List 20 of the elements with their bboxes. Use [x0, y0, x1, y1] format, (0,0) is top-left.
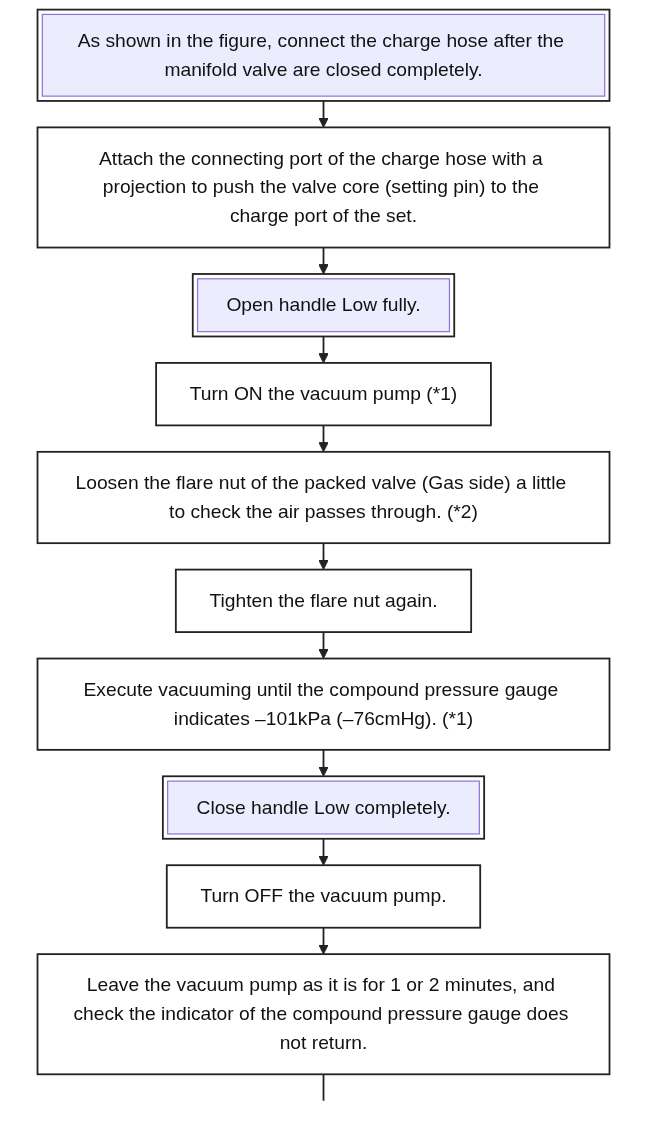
arrow: [318, 424, 329, 453]
arrow: [318, 335, 329, 364]
node-box: Close handle Low completely.: [161, 775, 486, 840]
arrow: [318, 837, 329, 866]
arrow: [318, 542, 329, 571]
node-box: Tighten the flare nut again.: [174, 568, 473, 633]
node-box: Turn ON the vacuum pump (*1): [155, 362, 492, 427]
node-box: Open handle Low fully.: [191, 273, 456, 338]
arrow: [318, 246, 329, 275]
arrow: [318, 100, 329, 128]
node-box: Execute vacuuming until the compound pressure gauge indicates –101kPa (–76cmHg). (*1): [36, 657, 611, 751]
node-box: Leave the vacuum pump as it is for 1 or 2 minutes, and check the indicator of the compound pressure gauge does not return.: [36, 953, 611, 1076]
connector: [322, 1073, 325, 1102]
arrow: [318, 748, 329, 777]
node-box: Attach the connecting port of the charge hose with a projection to push the valve core (setting pin) to the charge port of the set.: [36, 126, 611, 249]
node-box: Loosen the flare nut of the packed valve (Gas side) a little to check the air passes through. (*2): [36, 450, 611, 545]
arrow: [318, 926, 329, 955]
arrow: [318, 631, 329, 659]
node-box: As shown in the figure, connect the charge hose after the manifold valve are closed completely.: [36, 8, 611, 102]
node-box: Turn OFF the vacuum pump.: [165, 864, 482, 929]
